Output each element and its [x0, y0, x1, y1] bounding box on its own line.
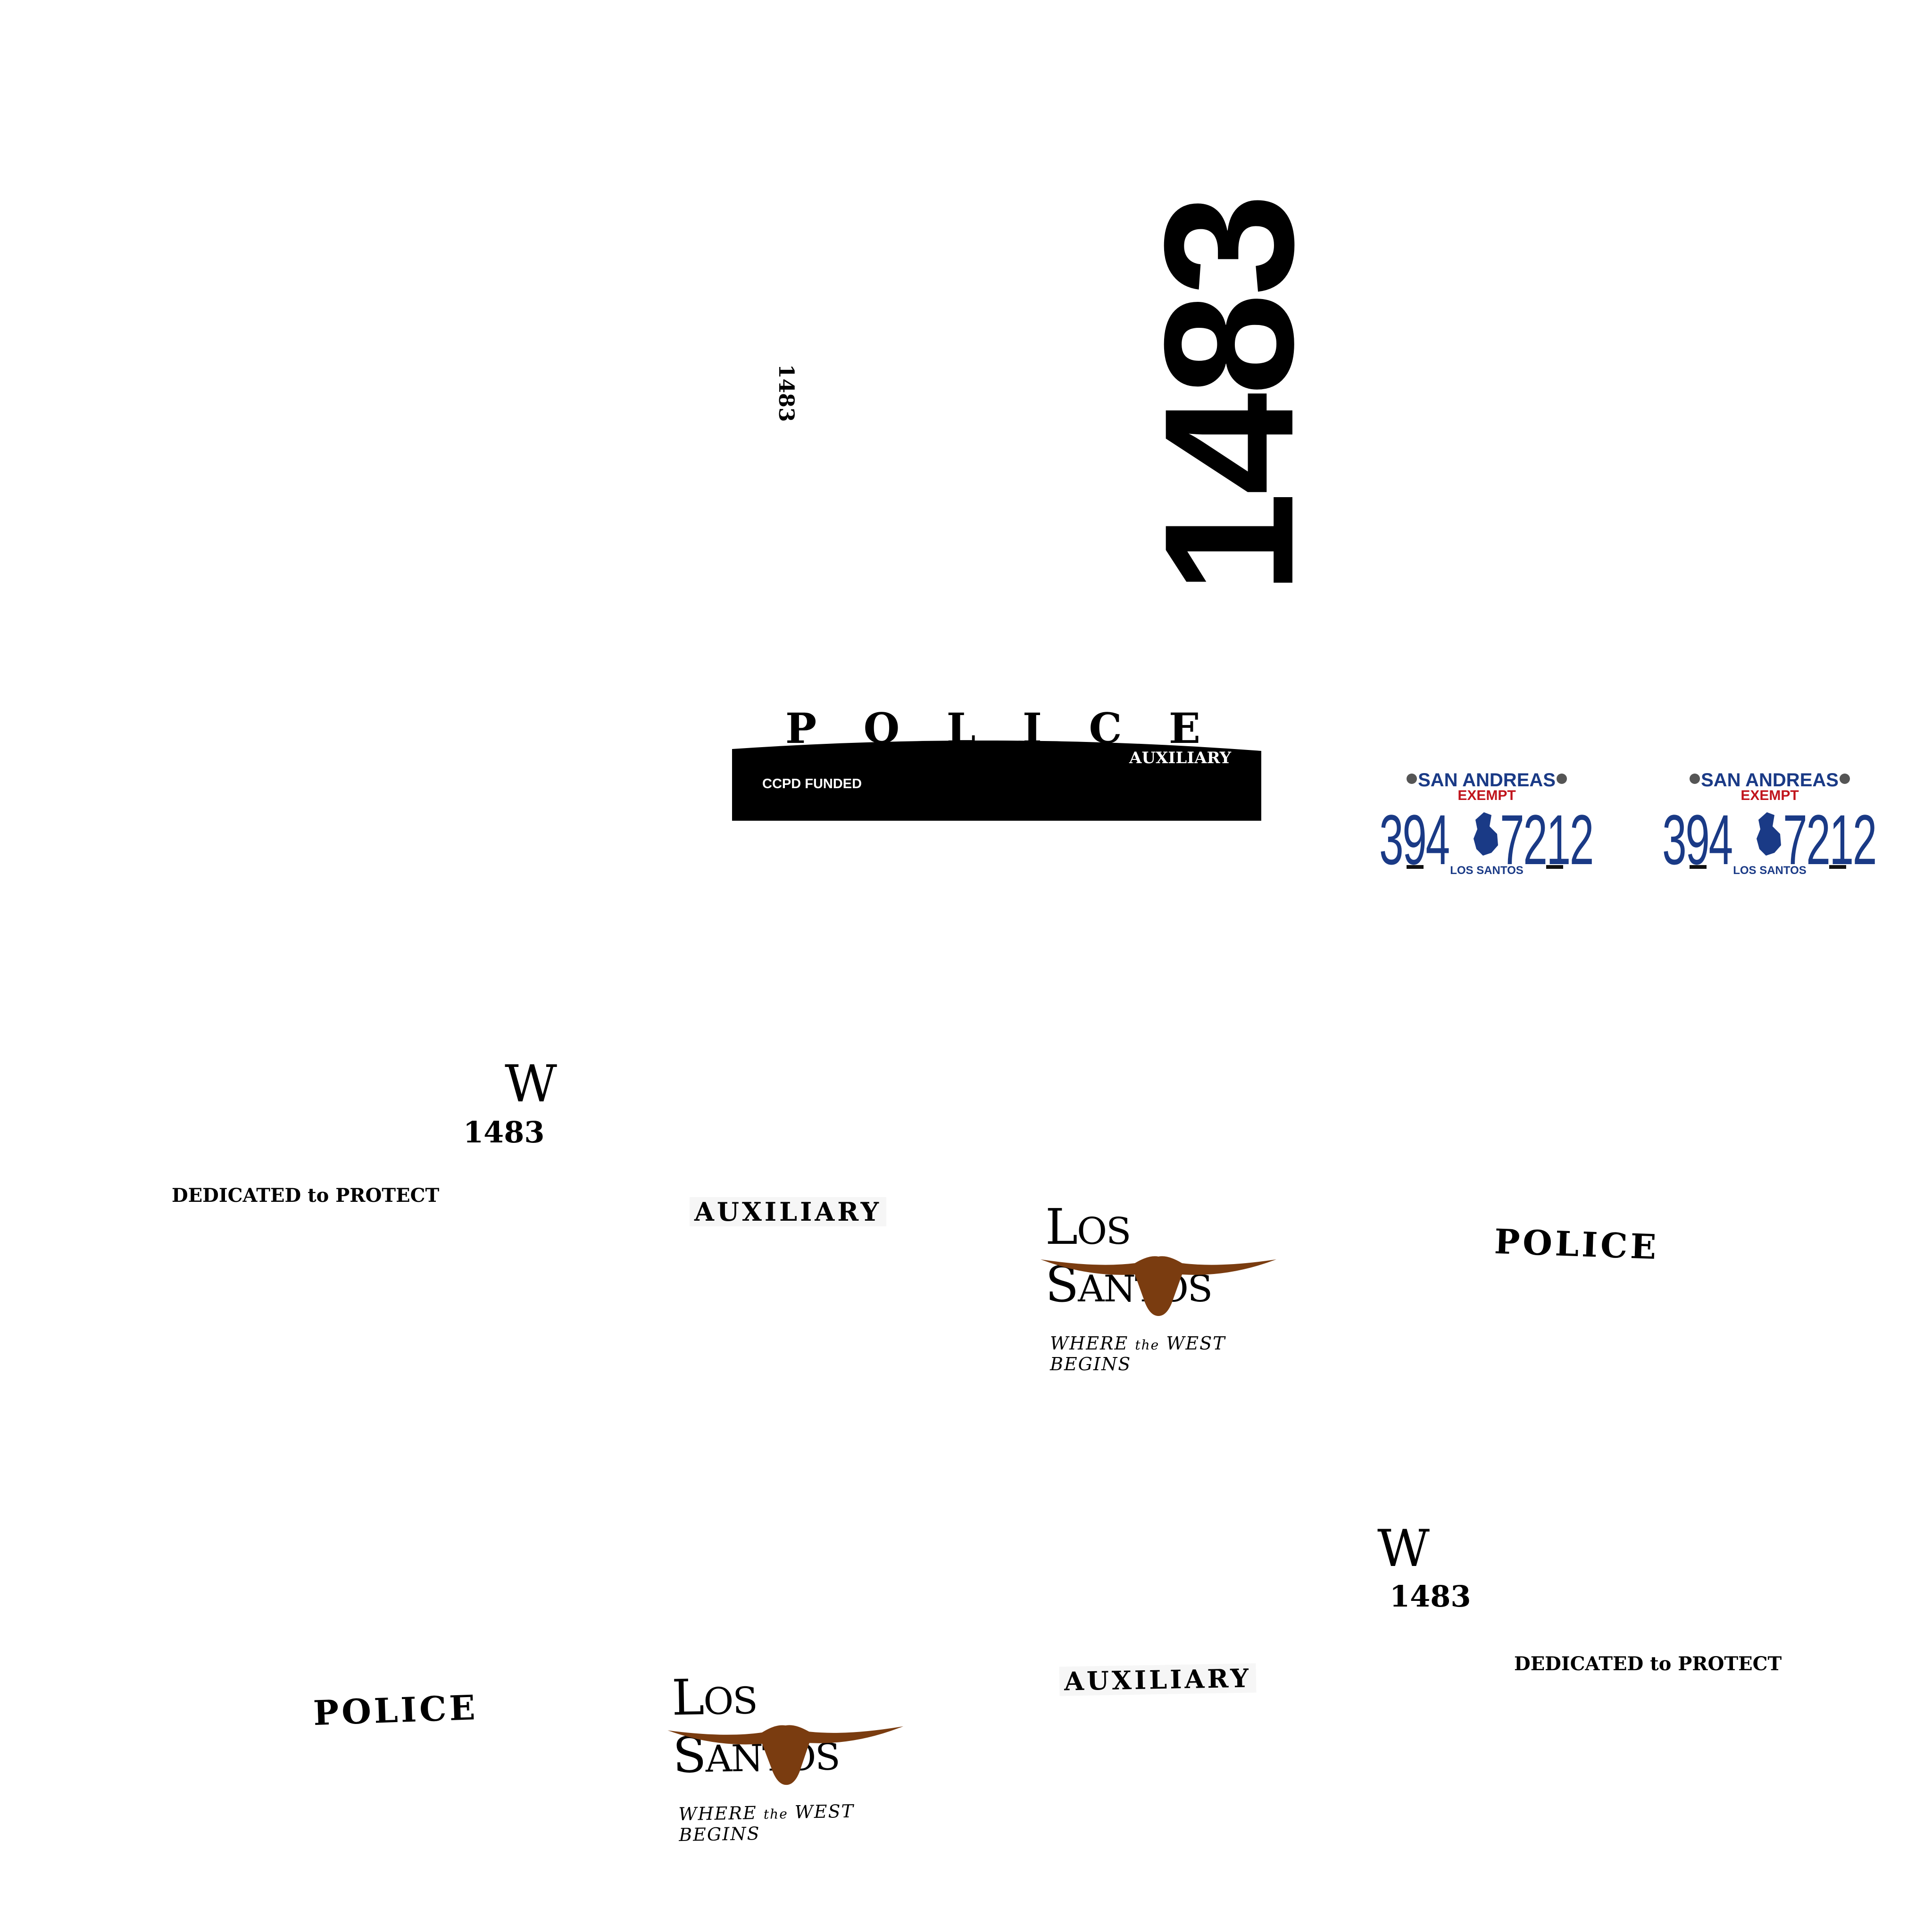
plate-bolt: [1557, 774, 1567, 784]
plate-underscore: [1546, 865, 1563, 869]
state-silhouette-icon: [1474, 812, 1498, 856]
plate-exempt: EXEMPT: [1740, 788, 1799, 803]
w-letter: W: [1377, 1519, 1430, 1578]
longhorn-icon: [1041, 1256, 1276, 1316]
police-bar-auxiliary: AUXILIARY: [1129, 749, 1231, 767]
plate-city: LOS SANTOS: [1733, 864, 1807, 877]
unit-number-large: 1483: [1126, 196, 1332, 594]
license-plate: SAN ANDREAS EXEMPT 394 7212 LOS SANTOS: [1661, 770, 1878, 892]
motto-decal: DEDICATED to PROTECT: [172, 1184, 440, 1207]
plate-city: LOS SANTOS: [1450, 864, 1524, 877]
city-logo: LOS SANTOS WHERE the WEST BEGINS: [657, 1665, 924, 1845]
plate-bolt: [1690, 774, 1700, 784]
city-logo-tagline: WHERE the WEST BEGINS: [1050, 1333, 1226, 1374]
plate-exempt: EXEMPT: [1457, 788, 1516, 803]
city-logo-tagline: WHERE the WEST BEGINS: [678, 1800, 855, 1846]
unit-number-small: 1483: [774, 364, 798, 422]
w-letter: W: [505, 1055, 558, 1114]
plate-state: SAN ANDREAS: [1418, 770, 1556, 791]
unit-number-decal: 1483: [1390, 1579, 1471, 1614]
plate-state: SAN ANDREAS: [1701, 770, 1839, 791]
auxiliary-decal: AUXILIARY: [1059, 1663, 1257, 1696]
city-logo: LOS SANTOS WHERE the WEST BEGINS: [1031, 1198, 1295, 1374]
plate-bolt: [1407, 774, 1417, 784]
plate-underscore: [1690, 865, 1707, 869]
police-decal: POLICE: [1493, 1221, 1660, 1267]
motto-decal: DEDICATED to PROTECT: [1514, 1653, 1782, 1675]
unit-number-decal: 1483: [463, 1115, 545, 1149]
police-bar: [732, 741, 1261, 821]
police-bar-letters: P O L I C E: [785, 708, 1200, 749]
plate-underscore: [1407, 865, 1424, 869]
state-silhouette-icon: [1757, 812, 1781, 856]
police-letter: P: [785, 704, 817, 753]
longhorn-icon: [667, 1725, 904, 1785]
police-letter: E: [1168, 704, 1200, 753]
plate-underscore: [1829, 865, 1846, 869]
plate-bolt: [1840, 774, 1850, 784]
license-plate: SAN ANDREAS EXEMPT 394 7212 LOS SANTOS: [1378, 770, 1595, 892]
police-bar-funded: CCPD FUNDED: [762, 776, 862, 791]
auxiliary-decal: AUXILIARY: [690, 1197, 887, 1226]
police-decal: POLICE: [312, 1687, 479, 1733]
police-letter: C: [1089, 704, 1122, 753]
